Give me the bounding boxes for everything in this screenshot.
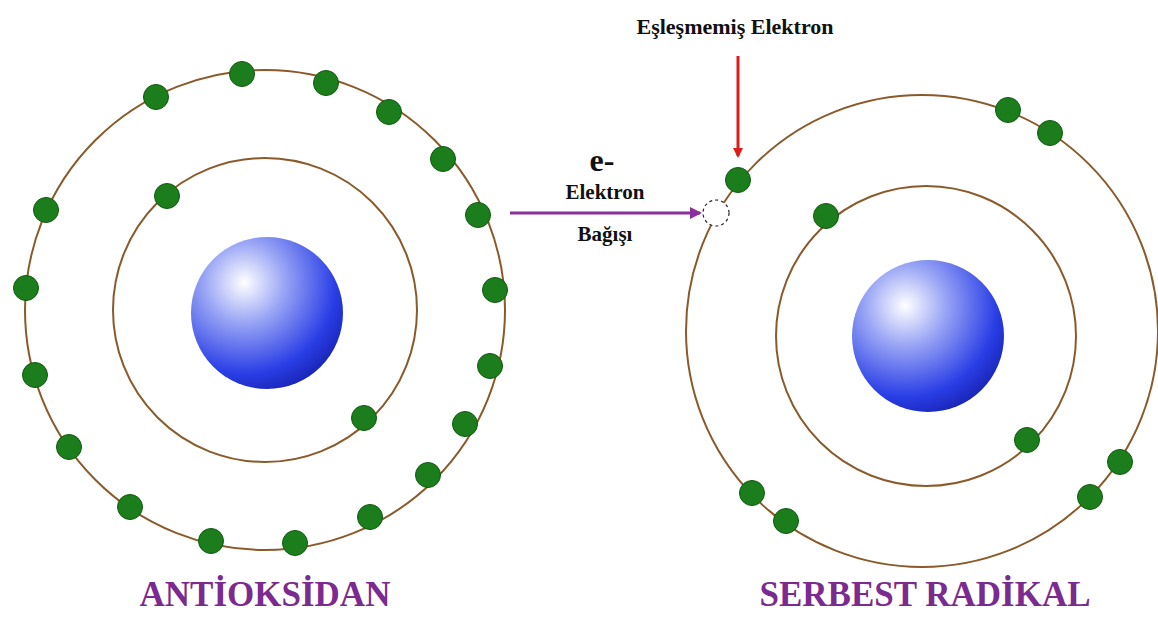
electron	[14, 276, 39, 301]
electron	[1108, 450, 1133, 475]
electron	[283, 531, 308, 556]
electron	[23, 363, 48, 388]
electron	[352, 406, 377, 431]
electrons	[14, 62, 1133, 556]
electron	[996, 98, 1021, 123]
electron	[1038, 121, 1063, 146]
electron	[483, 278, 508, 303]
electron	[416, 463, 441, 488]
orbits	[25, 70, 1158, 567]
electron	[314, 71, 339, 96]
electron	[230, 62, 255, 87]
electron	[377, 100, 402, 125]
arrow-label: Elektron Bağışı	[555, 171, 655, 255]
electron	[199, 529, 224, 554]
electron	[155, 184, 180, 209]
electron	[144, 85, 169, 110]
electron	[1015, 428, 1040, 453]
electron	[358, 505, 383, 530]
electron	[118, 495, 143, 520]
electron	[478, 354, 503, 379]
electron	[814, 204, 839, 229]
pointer-arrow	[737, 56, 740, 156]
electron	[774, 509, 799, 534]
electron-symbol: e-	[590, 142, 615, 179]
atom-node: SERBEST RADİKAL	[700, 90, 1150, 615]
atom-label: SERBEST RADİKAL	[700, 575, 1150, 615]
electron	[1078, 485, 1103, 510]
electron-transfer-arrow	[510, 212, 700, 215]
electron	[431, 147, 456, 172]
electron	[740, 481, 765, 506]
nucleus	[191, 237, 343, 389]
electron	[57, 435, 82, 460]
callout-label: Eşleşmemiş Elektron	[637, 14, 834, 40]
electron-vacancy	[703, 200, 729, 226]
electron	[466, 203, 491, 228]
electron	[34, 198, 59, 223]
electron	[726, 168, 751, 193]
electron	[453, 412, 478, 437]
atom-node: ANTİOKSİDAN	[20, 60, 510, 615]
nucleus	[852, 260, 1004, 412]
atom-label: ANTİOKSİDAN	[20, 575, 510, 615]
